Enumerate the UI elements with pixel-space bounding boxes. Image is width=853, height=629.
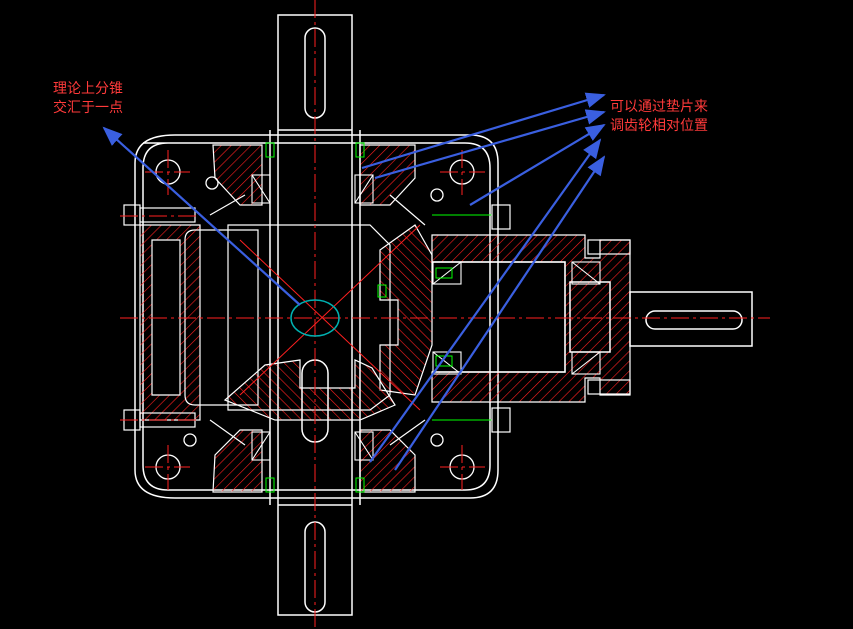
apex-annotation-line-2: 交汇于一点 [53,100,123,116]
annotation-arrows [102,92,606,471]
keyway-right [645,310,743,330]
arrow-shim-2 [374,109,606,180]
arrow-apex-left [102,126,301,306]
side-bolts [123,204,631,433]
apex-annotation-text: 理论上分锥 交汇于一点 [53,80,123,118]
tapered-bearings [251,174,601,461]
inner-cavity-outline [184,194,426,446]
pitch-cone-lines [239,224,421,411]
arrow-shim-3 [469,123,606,206]
cone-apex-circle [290,299,340,337]
apex-annotation-line-1: 理论上分锥 [53,81,123,97]
arrow-shim-1 [361,92,606,170]
shim-annotation-line-2: 调齿轮相对位置 [610,118,708,134]
arrow-shim-5 [394,155,606,471]
arrow-shim-4 [369,138,602,463]
seal-details [265,142,492,493]
housing-outline [134,134,499,499]
shim-annotation-text: 可以通过垫片来 调齿轮相对位置 [610,98,708,136]
shim-annotation-line-1: 可以通过垫片来 [610,99,708,115]
center-lines [120,0,770,629]
